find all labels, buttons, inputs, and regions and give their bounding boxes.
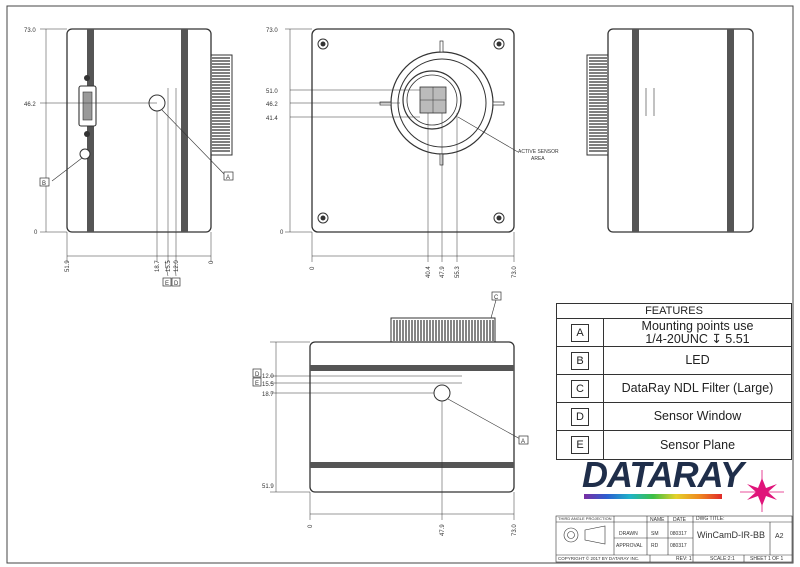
tb-scale: SCALE:2:1 xyxy=(710,556,735,562)
tb-rev: REV: 1 xyxy=(676,556,692,562)
features-row: D Sensor Window xyxy=(557,403,791,431)
front-view xyxy=(40,28,233,277)
tb-copyright: COPYRIGHT © 2017 BY DATARAY INC. xyxy=(558,556,640,561)
feature-desc-a-line1: Mounting points use xyxy=(641,318,754,333)
sheet-border xyxy=(6,5,794,564)
sensor-xdim-0: 0 xyxy=(310,266,316,270)
feature-desc-c: DataRay NDL Filter (Large) xyxy=(621,381,774,395)
features-title: FEATURES xyxy=(557,304,791,319)
rear-side-view xyxy=(586,28,754,233)
logo-star-icon xyxy=(740,470,784,512)
callout-a-front: A xyxy=(226,175,230,181)
feature-letter-b: B xyxy=(571,351,589,370)
bottom-dim-15-5: 15.5 xyxy=(262,382,274,388)
front-body xyxy=(66,28,212,233)
callout-d-bottom: D xyxy=(255,372,260,378)
features-row: B LED xyxy=(557,347,791,375)
features-table: FEATURES A Mounting points use 1/4-20UNC… xyxy=(556,303,792,460)
logo-spectrum-bar xyxy=(584,494,722,499)
bottom-xdim-0: 0 xyxy=(308,524,314,528)
knurled-ring-bottom xyxy=(390,317,496,344)
front-band-right xyxy=(181,29,188,232)
front-dim-0: 0 xyxy=(34,230,38,236)
sensor-dim-51: 51.0 xyxy=(266,89,278,95)
tb-drawn-label: DRAWN xyxy=(619,531,638,537)
sensor-dim-46-2: 46.2 xyxy=(266,102,278,108)
tb-sheet: SHEET 1 OF 1 xyxy=(750,556,784,562)
feature-desc-b: LED xyxy=(685,353,710,367)
sensor-dim-0: 0 xyxy=(280,230,284,236)
callout-e-bottom: E xyxy=(255,381,259,387)
front-xdim-0: 0 xyxy=(209,260,215,264)
feature-desc-e: Sensor Plane xyxy=(659,437,736,452)
callout-c-bottom: C xyxy=(494,295,499,301)
tb-dwg-title: WinCamD-IR-BB xyxy=(697,530,766,540)
features-row: A Mounting points use 1/4-20UNC ↧ 5.51 xyxy=(557,319,791,347)
tb-approval-label: APPROVAL xyxy=(616,543,643,549)
front-dim-46-2: 46.2 xyxy=(24,102,36,108)
bottom-view xyxy=(270,299,523,520)
features-row: E Sensor Plane xyxy=(557,431,791,459)
dataray-logo: DATARAY xyxy=(578,452,788,514)
callout-d-front: D xyxy=(174,281,179,287)
feature-letter-d: D xyxy=(571,407,589,426)
knurled-ring-front xyxy=(209,54,233,156)
sensor-area-label-1: ACTIVE SENSOR xyxy=(518,149,559,155)
features-row: C DataRay NDL Filter (Large) xyxy=(557,375,791,403)
bottom-xdim-47-9: 47.9 xyxy=(440,524,446,536)
front-xdim-51-9: 51.9 xyxy=(65,260,71,272)
sensor-xdim-40-4: 40.4 xyxy=(426,266,432,278)
callout-a-bottom: A xyxy=(521,439,525,445)
front-xdim-15-5: 15.5 xyxy=(166,260,172,272)
sensor-xdim-47-9: 47.9 xyxy=(440,266,446,278)
front-dim-73: 73.0 xyxy=(24,28,36,34)
callout-b-front: B xyxy=(42,181,46,187)
sensor-xdim-55-3: 55.3 xyxy=(455,266,461,278)
sensor-view xyxy=(285,28,519,262)
tb-approval-name: RD xyxy=(651,543,659,549)
sensor-dim-73: 73.0 xyxy=(266,28,278,34)
tb-drawn-name: SM xyxy=(651,531,659,537)
knurled-ring-rear xyxy=(586,54,610,156)
feature-letter-c: C xyxy=(571,379,589,398)
tb-approval-date: 080317 xyxy=(670,543,687,549)
front-xdim-12: 12.0 xyxy=(174,260,180,272)
sensor-dim-41-4: 41.4 xyxy=(266,116,278,122)
callout-e-front: E xyxy=(165,281,169,287)
bottom-dim-18-7: 18.7 xyxy=(262,392,274,398)
feature-desc-d: Sensor Window xyxy=(653,409,742,423)
led-circle xyxy=(79,148,91,160)
bottom-xdim-73: 73.0 xyxy=(512,524,518,536)
feature-letter-a: A xyxy=(571,323,589,342)
bottom-body xyxy=(309,341,515,493)
tb-size: A2 xyxy=(775,533,784,540)
front-band-left xyxy=(87,29,94,232)
feature-letter-e: E xyxy=(571,436,589,454)
bottom-dim-12: 12.0 xyxy=(262,374,274,380)
feature-desc-a-line2: 1/4-20UNC ↧ 5.51 xyxy=(645,331,750,346)
sensor-xdim-73: 73.0 xyxy=(512,266,518,278)
logo-text: DATARAY xyxy=(582,454,744,495)
tb-date-hdr: DATE xyxy=(673,517,686,523)
rear-body xyxy=(607,28,754,233)
sensor-area-label-2: AREA xyxy=(531,156,545,162)
title-block xyxy=(555,515,793,563)
tb-dwg-title-hdr: DWG TITLE: xyxy=(696,516,725,522)
front-xdim-18-7: 18.7 xyxy=(155,260,161,272)
tb-name-hdr: NAME xyxy=(650,517,665,523)
bottom-dim-51-9: 51.9 xyxy=(262,484,274,490)
tb-drawn-date: 080317 xyxy=(670,531,687,537)
mount-hole-bottom xyxy=(433,384,451,402)
tb-projection: THIRD ANGLE PROJECTION xyxy=(558,516,612,521)
